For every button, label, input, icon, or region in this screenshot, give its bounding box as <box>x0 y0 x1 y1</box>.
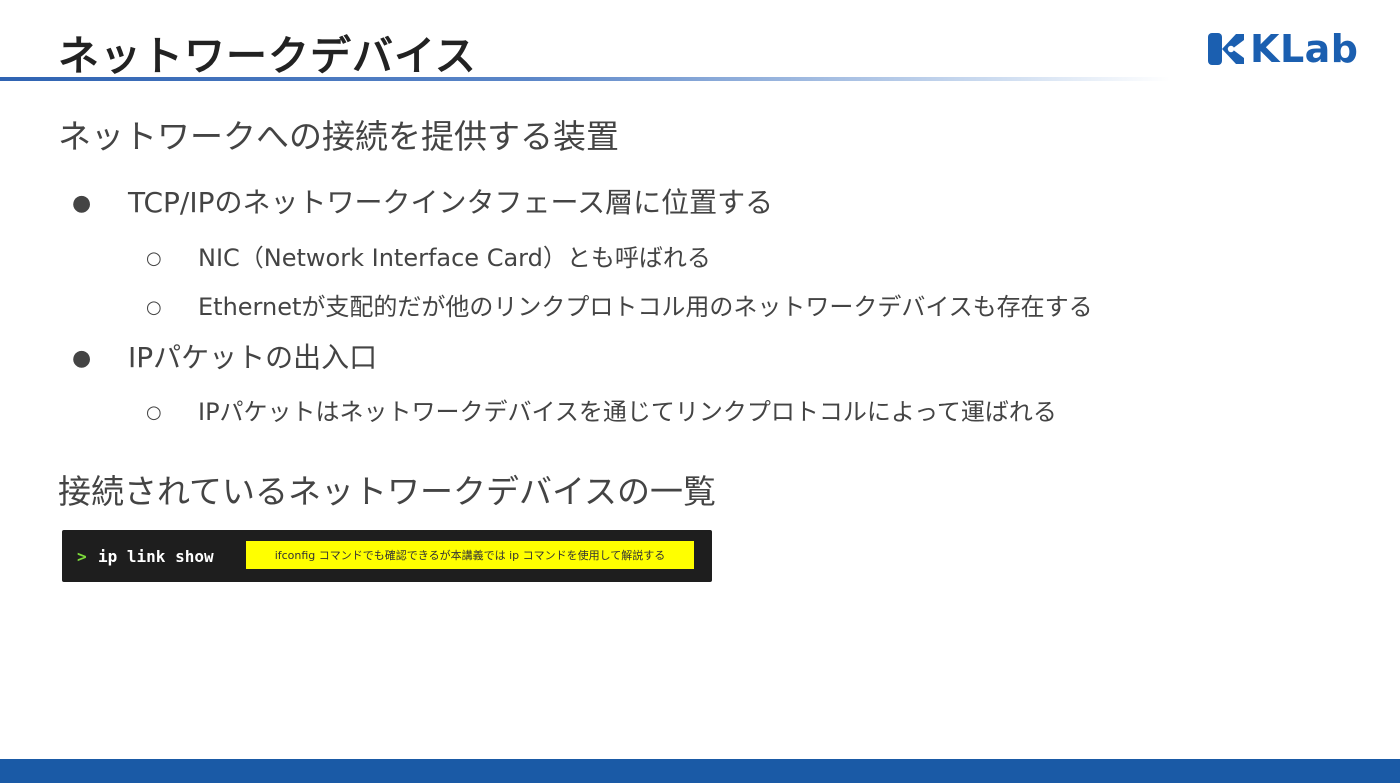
sub-bullet-text: Ethernetが支配的だが他のリンクプロトコル用のネットワークデバイスも存在す… <box>198 293 1093 321</box>
sub-bullet-mark: ○ <box>146 297 162 318</box>
klab-logo-text: KLab <box>1250 27 1359 71</box>
bullet-text: IPパケットの出入口 <box>128 341 378 374</box>
terminal-code-box: > ip link show ifconfig コマンドでも確認できるが本講義で… <box>62 530 712 582</box>
bullet-item: ● IPパケットの出入口 <box>72 336 377 376</box>
highlight-note: ifconfig コマンドでも確認できるが本講義では ip コマンドを使用して解… <box>246 541 694 569</box>
bullet-mark: ● <box>72 346 92 371</box>
klab-logo: KLab <box>1206 27 1359 71</box>
section-heading-device-list: 接続されているネットワークデバイスの一覧 <box>58 472 717 511</box>
footer-bar <box>0 759 1400 783</box>
section-heading-devices: ネットワークへの接続を提供する装置 <box>58 117 619 156</box>
sub-bullet-text: IPパケットはネットワークデバイスを通じてリンクプロトコルによって運ばれる <box>198 398 1057 426</box>
sub-bullet-mark: ○ <box>146 248 162 269</box>
bullet-item: ● TCP/IPのネットワークインタフェース層に位置する <box>72 181 773 221</box>
sub-bullet-item: ○ NIC（Network Interface Card）とも呼ばれる <box>146 238 711 273</box>
sub-bullet-mark: ○ <box>146 402 162 423</box>
sub-bullet-item: ○ IPパケットはネットワークデバイスを通じてリンクプロトコルによって運ばれる <box>146 392 1057 427</box>
title-underline <box>0 77 1170 81</box>
slide-title: ネットワークデバイス <box>58 32 477 80</box>
bullet-mark: ● <box>72 191 92 216</box>
bullet-text: TCP/IPのネットワークインタフェース層に位置する <box>128 186 774 219</box>
sub-bullet-item: ○ Ethernetが支配的だが他のリンクプロトコル用のネットワークデバイスも存在… <box>146 287 1093 322</box>
terminal-prompt: > <box>77 547 87 566</box>
terminal-command: ip link show <box>98 547 214 566</box>
klab-logo-icon <box>1206 29 1246 69</box>
sub-bullet-text: NIC（Network Interface Card）とも呼ばれる <box>198 244 711 272</box>
